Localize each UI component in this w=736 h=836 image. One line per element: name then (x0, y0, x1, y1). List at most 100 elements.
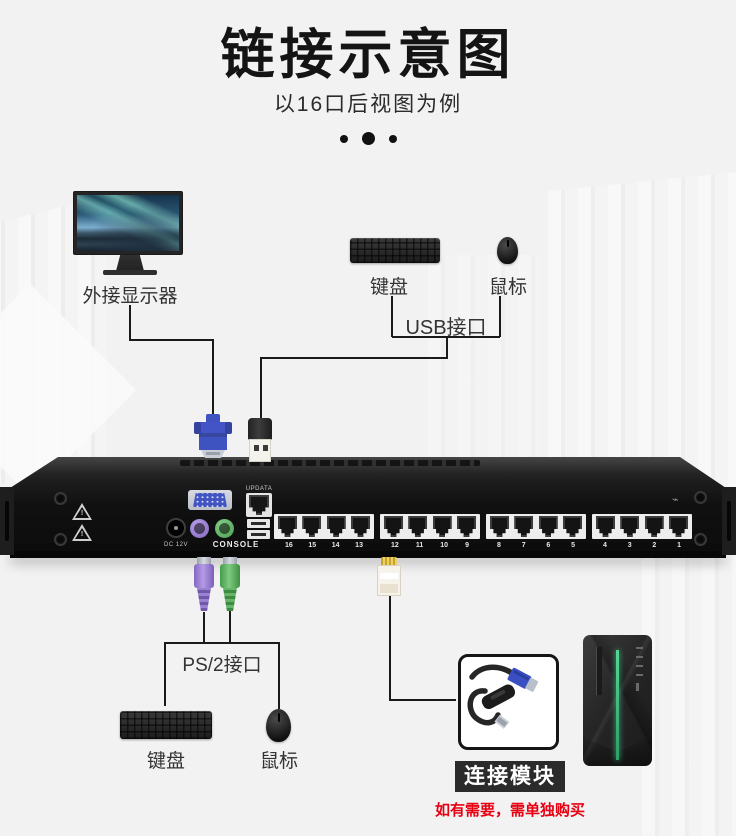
usb-a-port (247, 519, 270, 528)
kvm-vents (180, 460, 480, 466)
kvm-bottom-edge (10, 551, 726, 558)
port-number: 5 (571, 542, 575, 549)
dc-label: DC 12V (163, 542, 188, 548)
monitor-to-vga-line (129, 305, 214, 416)
module-purchase-note: 如有需要，需单独购买 (434, 802, 585, 819)
rj45-port (562, 516, 582, 537)
pc-tower-illustration (583, 635, 652, 766)
rj45-port (538, 516, 558, 537)
usb-a-port (247, 530, 270, 539)
decorative-dots (0, 130, 736, 148)
rj45-port (384, 516, 403, 537)
rj45-port-group: 4 3 2 1 (592, 514, 692, 549)
rj45-to-module-line (389, 595, 456, 701)
port-number: 4 (603, 542, 607, 549)
module-label: 连接模块 (455, 761, 565, 792)
ps2-cables-line (203, 610, 231, 643)
keyboard-icon-bottom (120, 711, 212, 739)
rj45-port (620, 516, 640, 537)
usb-plug-cap (248, 418, 272, 440)
rj45-port (514, 516, 534, 537)
rj45-port (278, 516, 297, 537)
port-number: 10 (440, 542, 449, 549)
screw-icon (54, 492, 67, 505)
rj45-port (350, 516, 370, 537)
monitor-icon (73, 191, 183, 255)
port-number: 14 (331, 542, 340, 549)
mouse-label-top: 鼠标 (488, 277, 527, 298)
rj45-port (596, 516, 615, 537)
ps2-plug-green-icon (220, 557, 240, 611)
ps2-bracket-line (164, 642, 280, 709)
lightning-icon: ⌁ (672, 494, 679, 506)
port-groups: 16 15 14 13 12 11 10 9 8 7 6 5 4 3 2 1 (274, 514, 692, 549)
rack-ear-left (0, 487, 14, 555)
rj45-port-group: 16 15 14 13 (274, 514, 374, 549)
usb-plug-icon (248, 418, 272, 463)
console-label: CONSOLE (212, 540, 260, 549)
port-number: 13 (355, 542, 363, 549)
port-number: 3 (627, 542, 632, 549)
vga-port (188, 490, 232, 510)
usb-port-to-plug-line (260, 337, 448, 418)
page-subtitle: 以16口后视图为例 (273, 93, 463, 116)
rj45-port (456, 516, 476, 537)
port-number: 6 (546, 542, 551, 549)
update-rj45-port (246, 493, 272, 517)
screw-icon (54, 533, 67, 546)
server-rack-watermark-right (548, 172, 736, 490)
rj45-port (408, 516, 428, 537)
port-number: 16 (285, 542, 293, 549)
warning-triangle-icon: ! (72, 524, 92, 541)
screw-icon (694, 491, 707, 504)
monitor-stand-neck (116, 255, 144, 271)
keyboard-label-bottom: 键盘 (146, 751, 185, 772)
server-rack-watermark-center (428, 255, 540, 470)
rj45-port (326, 516, 346, 537)
monitor-stand-base (103, 270, 157, 275)
tower-led-stripe (616, 650, 619, 760)
keyboard-icon-top (350, 238, 440, 263)
port-number: 11 (415, 542, 424, 549)
server-rack-watermark-bottom-right (642, 540, 736, 836)
port-number: 12 (391, 542, 399, 549)
rj45-port-group: 12 11 10 9 (380, 514, 480, 549)
monitor-label: 外接显示器 (82, 286, 178, 307)
ps2-mouse-port (215, 519, 234, 538)
screw-icon (694, 533, 707, 546)
kvm-dongle-icon (467, 664, 539, 730)
ps2-plug-purple-icon (194, 557, 214, 613)
port-number: 9 (465, 542, 469, 549)
port-number: 1 (677, 542, 681, 549)
port-number: 7 (521, 542, 526, 549)
rj45-port-group: 8 7 6 5 (486, 514, 586, 549)
usb-port-label: USB接口 (405, 317, 487, 339)
rj45-port (302, 516, 322, 537)
port-number: 15 (308, 542, 317, 549)
usb-plug-metal (249, 439, 271, 462)
mouse-icon-bottom (266, 709, 291, 742)
update-port-label: UPDATA (245, 486, 273, 492)
usb-contact (254, 445, 259, 451)
rj45-port (644, 516, 664, 537)
rj45-port (432, 516, 452, 537)
dc-power-jack (166, 518, 186, 538)
warning-triangle-icon: ! (72, 503, 92, 520)
mouse-label-bottom: 鼠标 (259, 751, 298, 772)
ps2-port-label: PS/2接口 (182, 655, 262, 676)
connection-module-image (458, 654, 559, 750)
rj45-port (668, 516, 688, 537)
rj45-plug-icon (377, 557, 401, 597)
mouse-icon-top (497, 237, 518, 264)
keyboard-label-top: 键盘 (369, 277, 408, 298)
rack-ear-right (722, 487, 736, 555)
monitor-screen (77, 195, 179, 251)
port-number: 2 (652, 542, 657, 549)
page-title: 链接示意图 (220, 25, 516, 85)
rj45-port (490, 516, 509, 537)
ps2-keyboard-port (190, 519, 209, 538)
port-number: 8 (497, 542, 501, 549)
